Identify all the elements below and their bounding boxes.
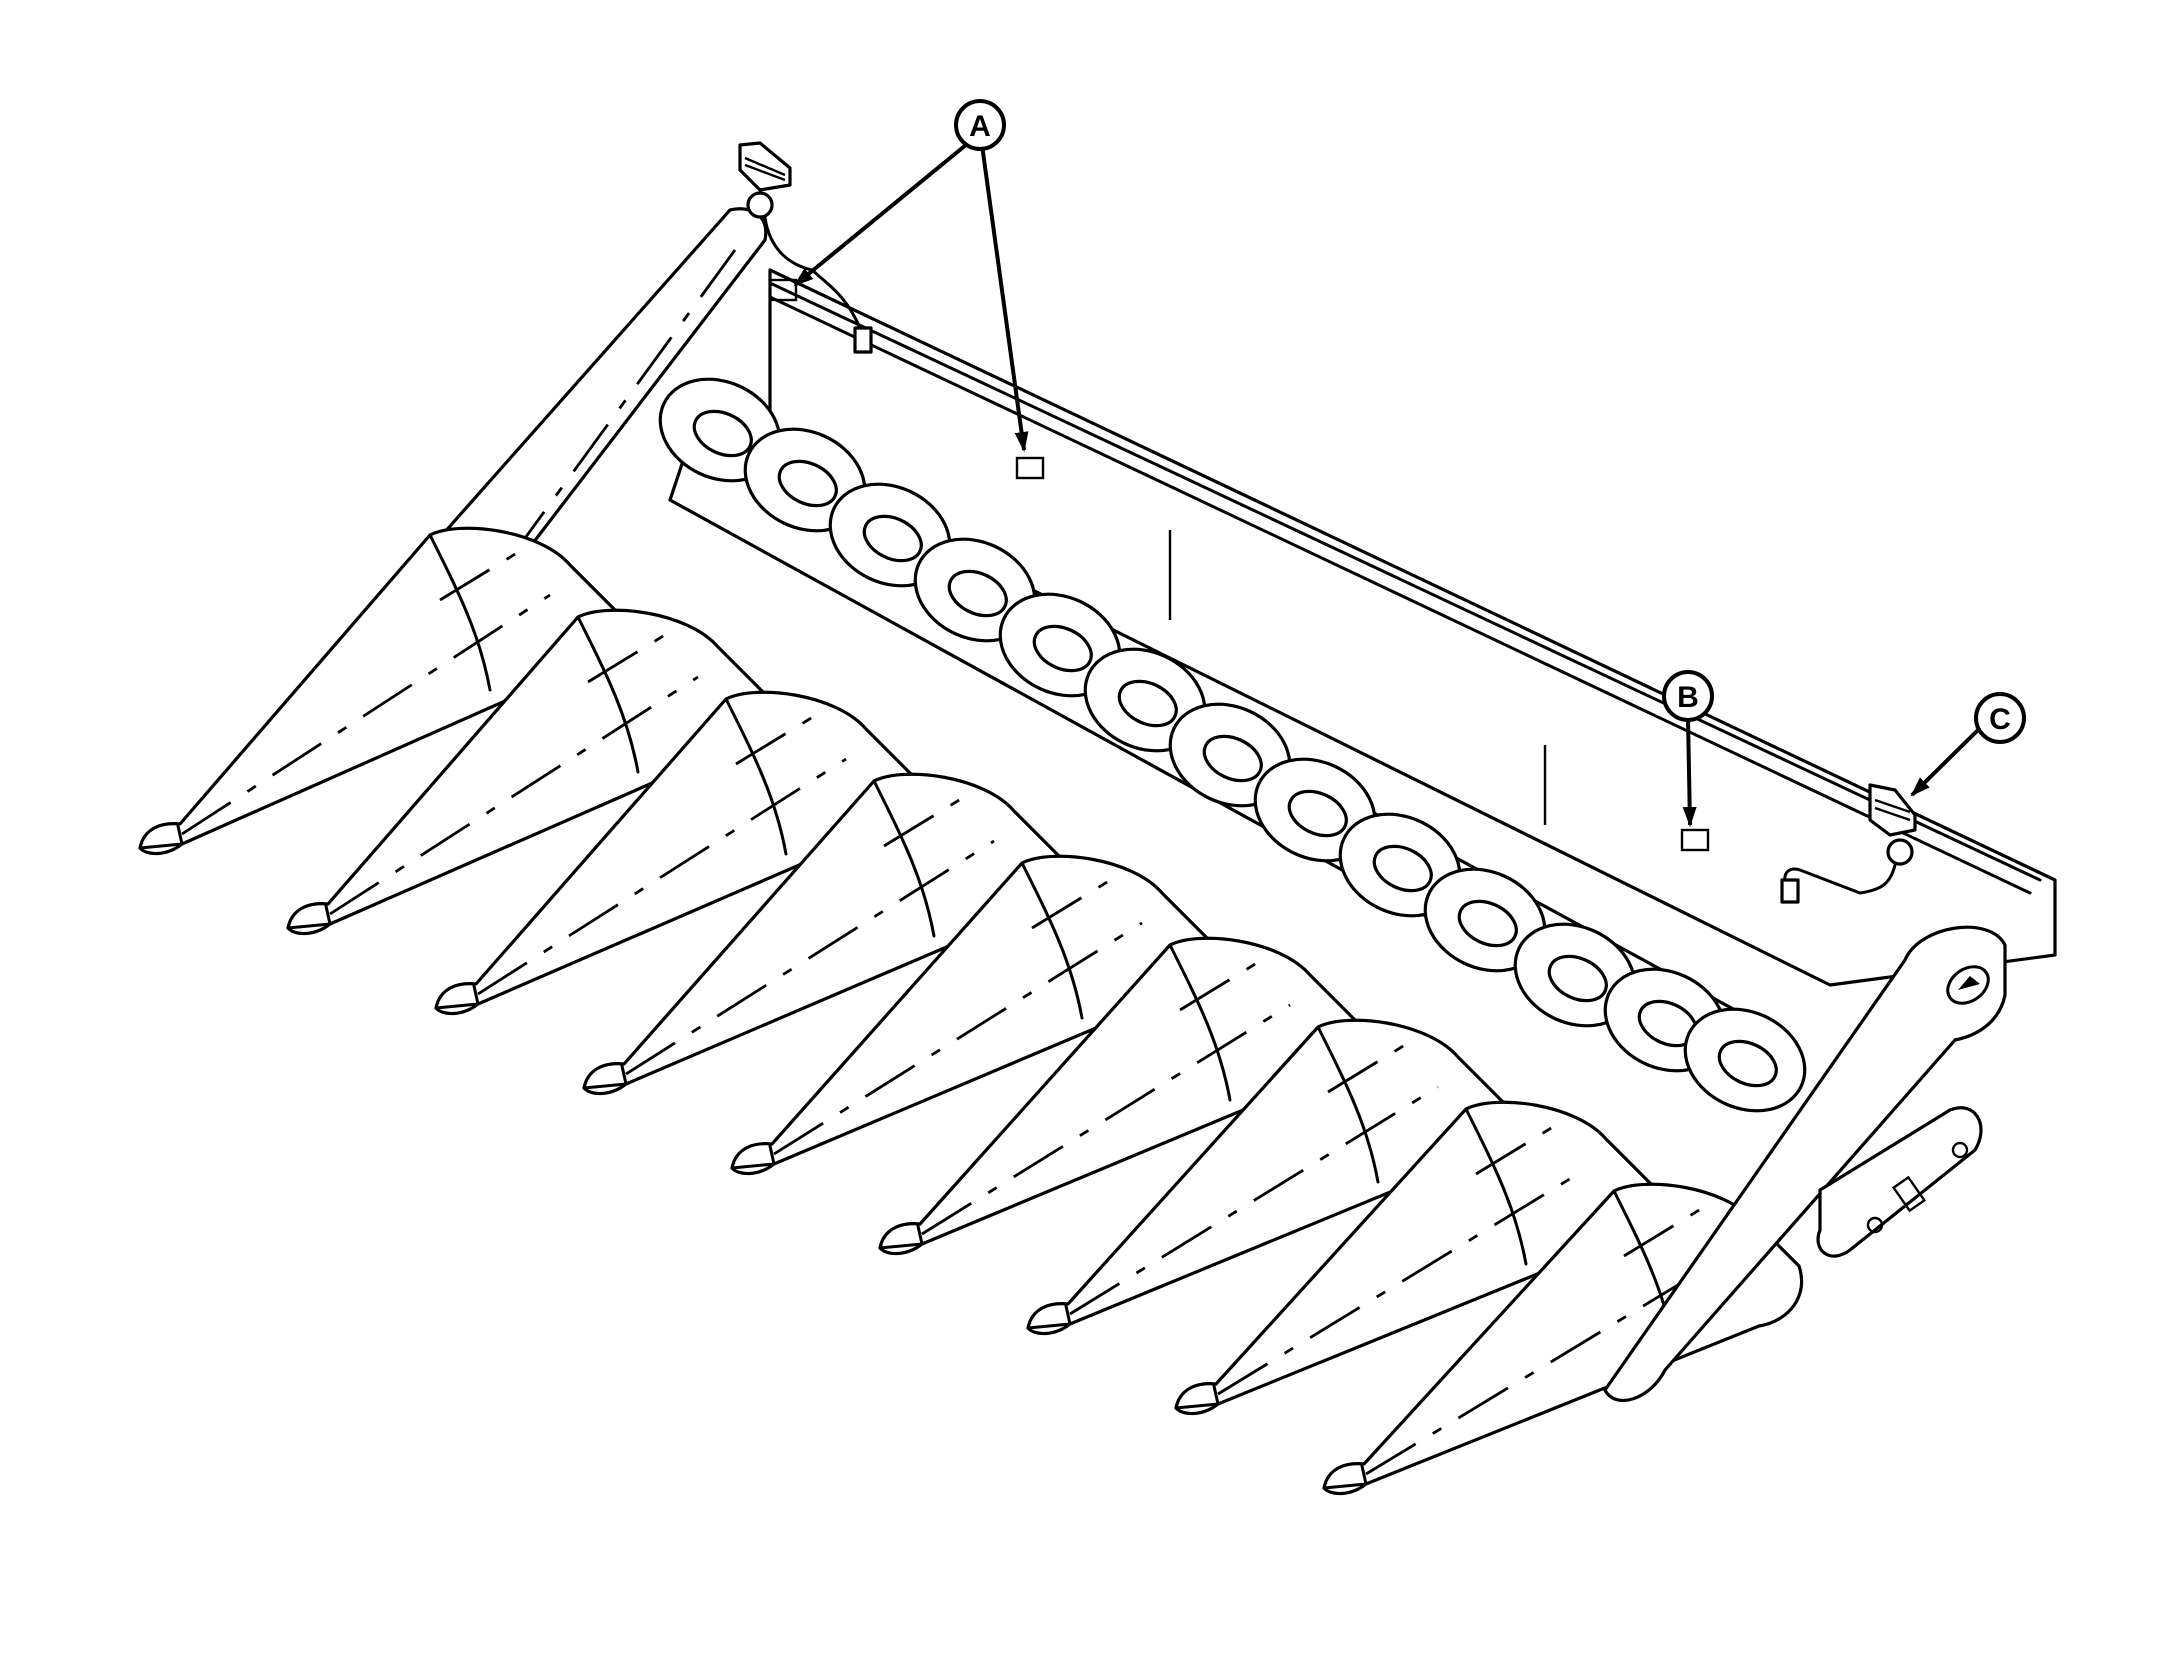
leader-a-center <box>980 144 1029 452</box>
brand-logo-icon <box>1946 965 1990 1005</box>
row-divider <box>286 608 768 936</box>
decal-marks <box>768 278 1710 852</box>
callout-b: B <box>1662 670 1714 827</box>
row-dividers <box>138 526 1804 1496</box>
callout-c-label: C <box>1989 703 2011 736</box>
auger-flight <box>1423 867 1547 973</box>
decal-a-center <box>1015 456 1045 480</box>
decal-a-left <box>768 278 798 302</box>
right-light-bracket <box>1780 783 1917 904</box>
callout-b-label: B <box>1677 681 1699 714</box>
row-divider <box>1026 1018 1508 1336</box>
leader-a-left <box>793 138 974 287</box>
row-divider <box>582 772 1064 1096</box>
decal-b <box>1680 828 1710 852</box>
row-divider <box>1174 1100 1656 1416</box>
leader-c <box>1910 728 1980 797</box>
row-divider <box>434 690 916 1016</box>
row-divider <box>878 936 1360 1256</box>
callout-a: A <box>793 99 1029 452</box>
auger <box>658 377 1807 1113</box>
auger-flight <box>1683 1007 1807 1113</box>
left-light-bracket <box>738 141 873 354</box>
right-end-shield <box>1603 925 2007 1402</box>
left-outer-divider <box>418 207 768 562</box>
row-divider <box>730 854 1212 1176</box>
callout-c: C <box>1910 692 2026 797</box>
callout-a-label: A <box>969 110 991 143</box>
row-divider <box>138 526 620 856</box>
leader-b <box>1682 717 1697 827</box>
rear-panel <box>768 268 2057 987</box>
